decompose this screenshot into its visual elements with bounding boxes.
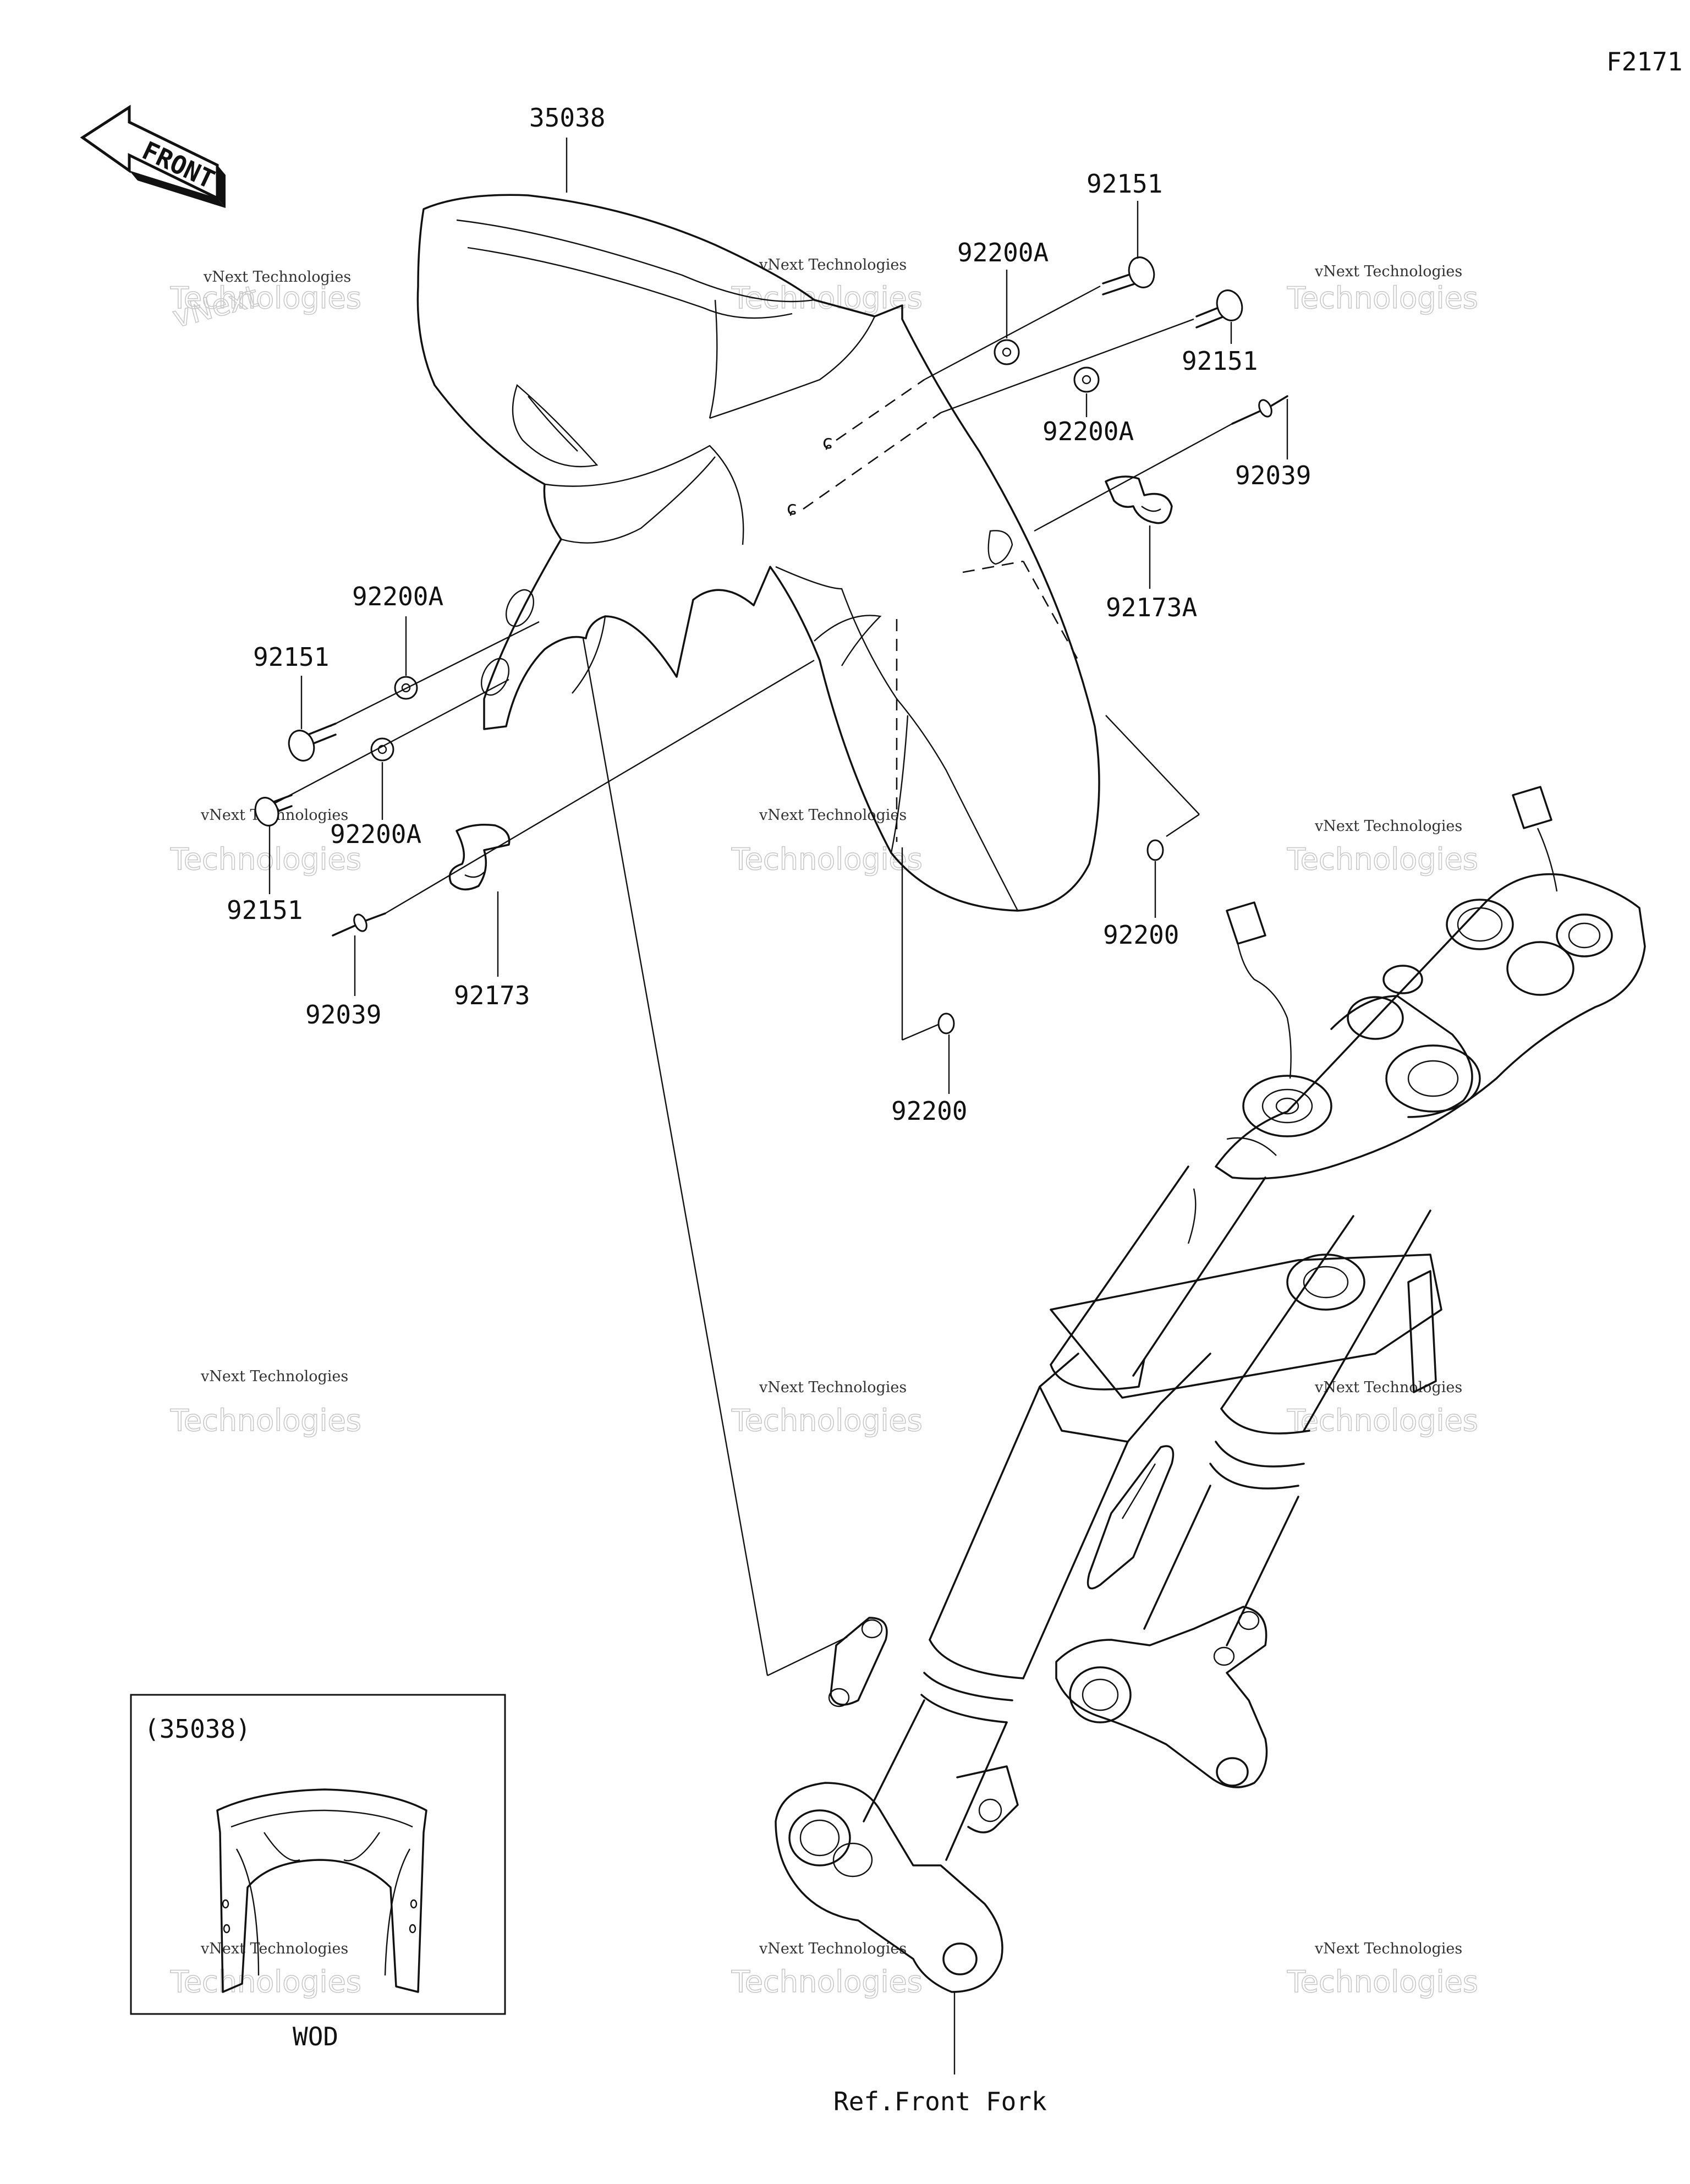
rivet-icon xyxy=(1231,395,1288,425)
bolt-icon xyxy=(1195,289,1243,329)
svg-text:Technologies: Technologies xyxy=(1287,842,1478,877)
ref-front-fork-label: Ref.Front Fork xyxy=(833,2087,1047,2116)
svg-text:vNext Technologies: vNext Technologies xyxy=(759,256,907,273)
bolt-icon xyxy=(1102,256,1155,295)
part-label-washer-left-lower: 92200A xyxy=(330,819,421,849)
svg-text:Technologies: Technologies xyxy=(1287,1403,1478,1438)
svg-text:vNext Technologies: vNext Technologies xyxy=(203,269,351,286)
watermark: Technologies vNext Technologies xyxy=(169,1368,361,1438)
nut-icon xyxy=(937,1012,955,1034)
watermark: Technologies vNext Technologies xyxy=(731,256,923,316)
clamp-icon xyxy=(1105,475,1173,524)
svg-text:vNext Technologies: vNext Technologies xyxy=(200,1940,348,1957)
watermark: Technologies vNext Technologies xyxy=(731,1940,923,2000)
part-label-fender: 35038 xyxy=(529,103,605,133)
bolt-icon xyxy=(288,722,337,762)
watermark: Technologies vNext Technologies xyxy=(169,1940,361,2000)
washer-icon xyxy=(994,339,1020,365)
part-label-bolt-left-lower: 92151 xyxy=(227,895,303,925)
part-label-rivet-right: 92039 xyxy=(1235,461,1311,490)
svg-text:vNext Technologies: vNext Technologies xyxy=(200,1368,348,1385)
watermark: Technologies vNext Technologies xyxy=(731,807,923,877)
svg-text:Technologies: Technologies xyxy=(170,1403,361,1438)
front-fender-drawing: ɕ ɕ xyxy=(416,194,1100,912)
inset-title: (35038) xyxy=(144,1714,251,1744)
svg-text:Technologies: Technologies xyxy=(731,281,923,315)
part-label-bolt-top-right: 92151 xyxy=(1182,346,1258,376)
inset-caption: WOD xyxy=(293,2022,338,2051)
fender-wod-drawing xyxy=(216,1788,427,1993)
front-fork-drawing xyxy=(775,786,1646,1993)
watermark: Technologies vNext Technologies xyxy=(1286,1379,1478,1438)
svg-text:ɕ: ɕ xyxy=(787,497,797,519)
svg-text:vNext Technologies: vNext Technologies xyxy=(1314,1379,1462,1396)
nut-icon xyxy=(1146,839,1164,861)
diagram-code: F2171 xyxy=(1606,47,1682,76)
inset-panel: (35038) xyxy=(130,1694,506,2015)
part-label-nut-center: 92200 xyxy=(891,1096,967,1126)
part-label-bolt-left-upper: 92151 xyxy=(253,642,329,672)
svg-text:Technologies: Technologies xyxy=(170,281,361,315)
watermark: Technologies vNext Technologies xyxy=(731,1379,923,1438)
svg-text:Technologies: Technologies xyxy=(170,1964,361,1999)
part-label-nut-right: 92200 xyxy=(1103,920,1179,950)
clamp-icon xyxy=(448,824,511,891)
part-label-bolt-top-left: 92151 xyxy=(1087,169,1162,199)
svg-text:vNext Technologies: vNext Technologies xyxy=(759,1379,907,1396)
watermark: Technologies vNext Technologies xyxy=(1286,818,1478,877)
svg-text:vNext Technologies: vNext Technologies xyxy=(1314,818,1462,835)
svg-text:Technologies: Technologies xyxy=(731,1403,923,1438)
part-label-washer-top-right: 92200A xyxy=(1042,417,1134,446)
part-label-washer-left-upper: 92200A xyxy=(352,582,443,611)
svg-text:ɕ: ɕ xyxy=(822,431,833,453)
part-label-washer-top-left: 92200A xyxy=(957,238,1049,267)
svg-text:vNext Technologies: vNext Technologies xyxy=(1314,263,1462,280)
part-label-clamp-left: 92173 xyxy=(454,981,530,1010)
svg-text:vNext Technologies: vNext Technologies xyxy=(759,807,907,824)
svg-text:Technologies: Technologies xyxy=(1287,281,1478,315)
watermark: Technologies vNext Technologies xyxy=(1286,1940,1478,2000)
front-label: FRONT xyxy=(138,135,219,194)
washer-icon xyxy=(1073,366,1100,393)
svg-text:vNext Technologies: vNext Technologies xyxy=(759,1940,907,1957)
svg-text:vNext Technologies: vNext Technologies xyxy=(1314,1940,1462,1957)
svg-text:Technologies: Technologies xyxy=(1287,1964,1478,1999)
bolt-icon xyxy=(254,794,293,826)
svg-text:Technologies: Technologies xyxy=(170,842,361,877)
part-label-clamp-right: 92173A xyxy=(1106,593,1197,622)
rivet-icon xyxy=(332,912,386,937)
svg-text:Technologies: Technologies xyxy=(731,842,923,877)
part-label-rivet-left: 92039 xyxy=(305,1000,381,1030)
front-arrow-icon: FRONT xyxy=(80,105,226,208)
svg-text:Technologies: Technologies xyxy=(731,1964,923,1999)
